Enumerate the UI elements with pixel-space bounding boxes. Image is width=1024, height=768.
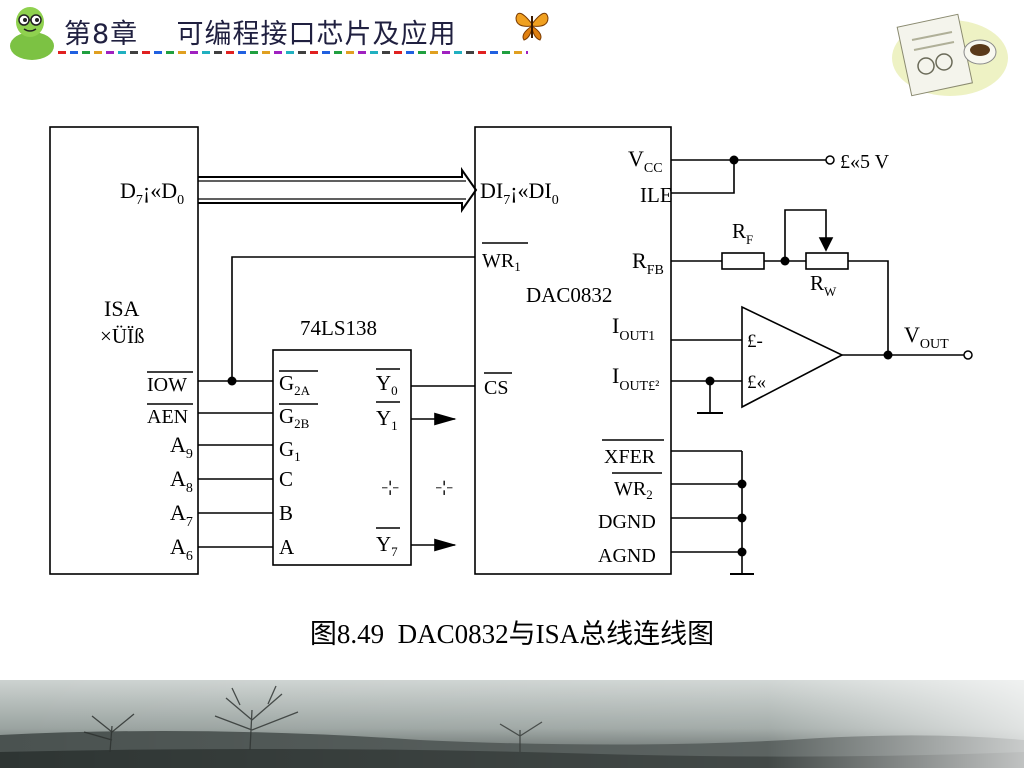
label-aen: AEN: [147, 406, 188, 428]
label-b: B: [279, 501, 293, 525]
label-wr2: WR2: [614, 478, 653, 502]
isa-bus-block: [49, 126, 199, 575]
label-rfb: RFB: [632, 248, 664, 278]
decoder-74ls138-block: [272, 349, 412, 566]
ellipsis-outputs: -¦-: [436, 480, 456, 496]
data-bus-arrow: [198, 166, 478, 214]
label-vout: VOUT: [904, 322, 949, 352]
label-a6: A6: [170, 534, 193, 564]
label-y1: Y1: [376, 406, 398, 433]
label-xfer: XFER: [604, 446, 656, 468]
label-g2b: G2B: [279, 404, 310, 431]
label-cs: CS: [484, 377, 508, 399]
label-rf: RF: [732, 219, 753, 247]
label-a7: A7: [170, 500, 193, 530]
label-a8: A8: [170, 466, 193, 496]
label-c: C: [279, 467, 293, 491]
butterfly-icon: [515, 12, 549, 41]
label-agnd: AGND: [598, 545, 656, 567]
wire-ile: [671, 160, 735, 194]
worm-mascot-icon: [10, 7, 54, 60]
resistor-rf: [721, 252, 765, 270]
label-g2a: G2A: [279, 371, 311, 398]
label-dac0832: DAC0832: [526, 283, 612, 307]
label-y0: Y0: [376, 371, 398, 398]
slide-header: 第8章 可编程接口芯片及应用: [0, 0, 1024, 97]
chapter-title: 第8章 可编程接口芯片及应用: [64, 19, 457, 50]
resistor-rw: [805, 252, 849, 270]
label-op-plus: £«: [747, 372, 766, 393]
terminal-vout: [963, 350, 973, 360]
label-y7: Y7: [376, 532, 398, 559]
label-di: DI7¡«DI0: [480, 178, 559, 208]
label-wr1: WR1: [482, 250, 521, 274]
book-and-cup-icon: [892, 13, 1008, 97]
label-data-bus: D7¡«D0: [120, 178, 184, 208]
label-iout1: IOUT1: [612, 313, 655, 344]
wire-wr1: [231, 256, 475, 381]
op-amp: [741, 305, 844, 409]
label-iout2: IOUT£²: [612, 363, 659, 394]
label-op-minus: £-: [747, 331, 763, 352]
label-rw: RW: [810, 271, 837, 299]
label-vcc: VCC: [628, 146, 663, 176]
footer-landscape-banner: [0, 680, 1024, 768]
wiper-line: [784, 209, 827, 261]
label-dgnd: DGND: [598, 511, 656, 533]
label-ile: ILE: [640, 183, 673, 207]
label-isa: ISA: [104, 296, 140, 321]
dac0832-block: [474, 126, 672, 575]
label-74ls138: 74LS138: [300, 316, 377, 340]
label-iow: IOW: [147, 374, 187, 396]
title-underline-dots: [58, 51, 528, 54]
label-a9: A9: [170, 432, 193, 462]
label-g1: G1: [279, 437, 301, 464]
terminal-5v: [825, 155, 835, 165]
label-supply: £«5 V: [840, 151, 890, 173]
ellipsis-decoder: -¦-: [382, 480, 402, 496]
figure-caption: 图8.49 DAC0832与ISA总线连线图: [309, 619, 715, 649]
label-a: A: [279, 535, 295, 559]
label-isa-bus: ×ÜÏß: [100, 324, 145, 348]
